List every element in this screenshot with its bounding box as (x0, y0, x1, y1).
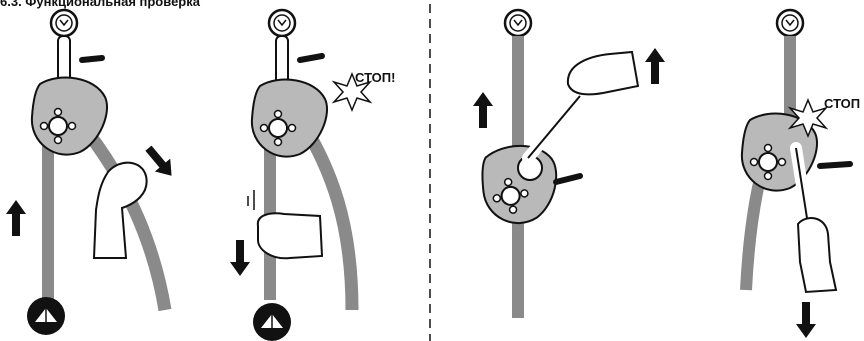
hand-icon (568, 52, 638, 94)
panel-3-illustration (473, 10, 665, 318)
load-weight-icon (27, 297, 65, 335)
hand-icon (798, 218, 836, 292)
handle (300, 56, 322, 60)
rope-bottom (746, 170, 762, 290)
panel-4-illustration (742, 10, 850, 338)
anchor-icon (777, 10, 803, 36)
panel-2-illustration (230, 10, 370, 341)
arrow-down-icon (796, 302, 816, 338)
hand-icon (258, 213, 322, 258)
handle (556, 176, 580, 182)
load-weight-icon (253, 303, 291, 341)
handle (820, 164, 850, 166)
arrow-up-icon (6, 200, 26, 236)
arrow-up-icon (645, 48, 665, 84)
arrow-down-icon (230, 240, 250, 276)
motion-lines (248, 190, 254, 210)
stop-label: СТОП (824, 96, 860, 111)
anchor-icon (269, 10, 295, 36)
anchor-icon (51, 10, 77, 36)
stop-label: СТОП! (355, 70, 395, 85)
belay-device (476, 140, 563, 229)
anchor-icon (505, 10, 531, 36)
handle (82, 58, 102, 60)
arrow-up-icon (473, 92, 493, 128)
panel-1-illustration (6, 10, 179, 335)
